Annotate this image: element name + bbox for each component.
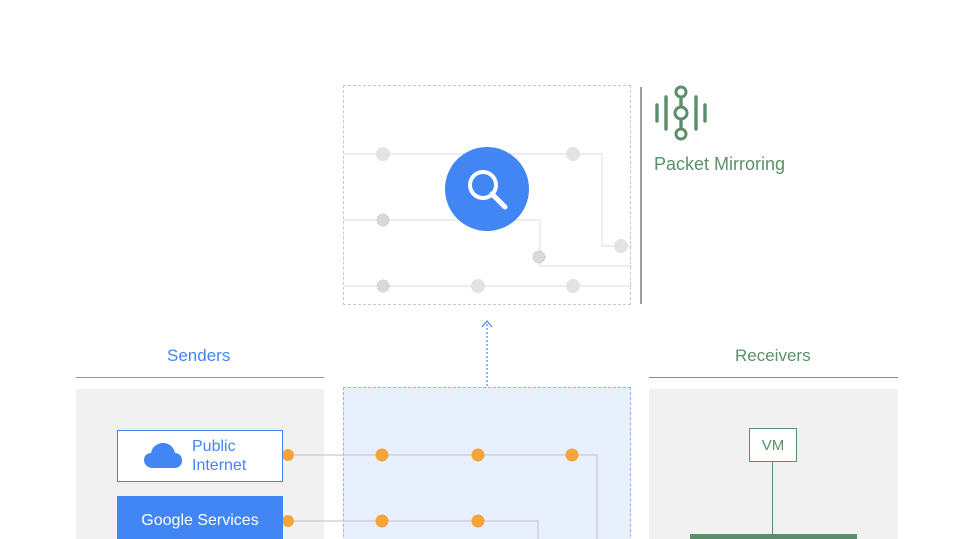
public-internet-label-line1: Public xyxy=(192,438,236,455)
senders-heading: Senders xyxy=(167,346,231,365)
public-internet-label: Public Internet xyxy=(192,437,282,475)
network-node xyxy=(376,147,390,161)
receiver-base xyxy=(690,534,857,539)
arrow-up-icon xyxy=(481,320,493,390)
google-services-sender[interactable]: Google Services xyxy=(117,496,283,539)
public-internet-label-line2: Internet xyxy=(192,457,247,474)
inspection-divider xyxy=(640,87,642,304)
network-node-dotted xyxy=(376,279,390,293)
network-node-dotted xyxy=(532,250,546,264)
network-node xyxy=(566,279,580,293)
receivers-divider xyxy=(649,377,898,378)
inspection-network-graphic xyxy=(344,147,632,293)
google-services-label: Google Services xyxy=(141,512,259,529)
network-node xyxy=(471,279,485,293)
senders-divider xyxy=(76,377,324,378)
vm-connector xyxy=(772,462,773,536)
packet-mirroring-icon xyxy=(655,85,707,141)
public-internet-sender[interactable]: Public Internet xyxy=(117,430,283,482)
receivers-panel xyxy=(649,389,898,539)
network-node xyxy=(614,239,628,253)
network-node-dotted xyxy=(376,213,390,227)
search-icon xyxy=(445,147,529,231)
receivers-heading: Receivers xyxy=(735,346,811,365)
vm-receiver[interactable]: VM xyxy=(749,428,797,462)
cloud-icon xyxy=(144,443,182,468)
mirrored-traffic-panel xyxy=(343,387,631,539)
packet-mirroring-label: Packet Mirroring xyxy=(654,154,786,174)
vm-label: VM xyxy=(761,437,785,454)
network-node xyxy=(566,147,580,161)
inspection-panel xyxy=(343,85,632,305)
